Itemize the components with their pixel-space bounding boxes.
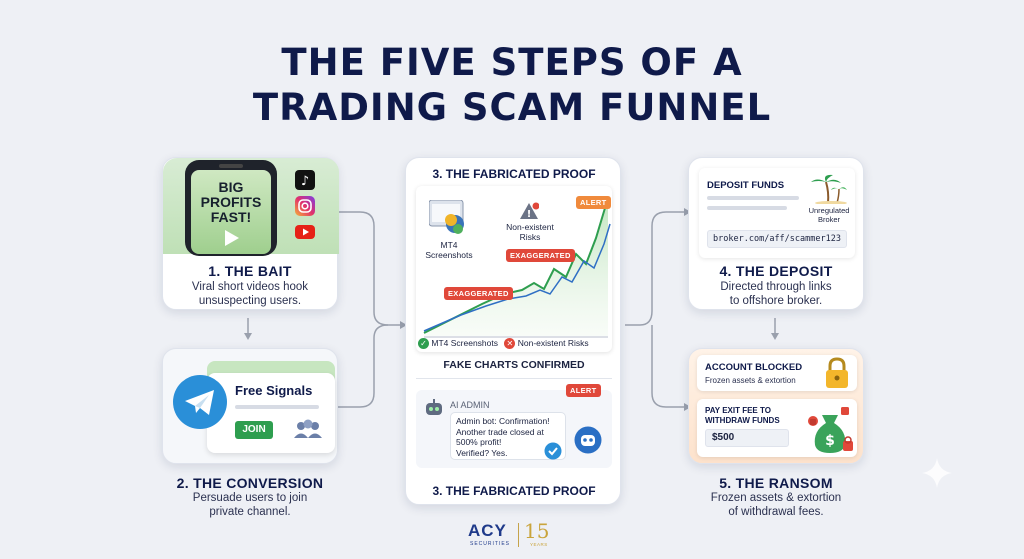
fake-chart (423, 197, 611, 338)
ai-admin-label: AI ADMIN (450, 400, 490, 410)
group-icon (294, 419, 322, 438)
logo-brand: ACY (468, 521, 507, 540)
robot-icon (426, 399, 442, 415)
money-bag-icon: $ (808, 407, 853, 453)
phone-headline: BIG PROFITS FAST! (200, 179, 262, 225)
phone-notch (219, 164, 243, 168)
play-icon[interactable] (221, 228, 241, 248)
check-icon: ✓ (418, 338, 429, 349)
fake-charts-confirmed: FAKE CHARTS CONFIRMED (443, 359, 585, 371)
svg-text:$: $ (825, 433, 835, 449)
instagram-icon (295, 196, 315, 216)
divider (416, 378, 612, 379)
blocked-title: ACCOUNT BLOCKED (705, 362, 803, 373)
youtube-icon (295, 225, 315, 239)
broker-url[interactable]: broker.com/aff/scammer123 (707, 230, 847, 248)
chart-legend: ✓ MT4 Screenshots ✕ Non-existent Risks (418, 338, 614, 349)
legend-risks: Non-existent Risks (517, 338, 589, 348)
lock-icon (826, 357, 848, 388)
logo-years-sub: YEARS (530, 542, 548, 547)
bait-card: BIG PROFITS FAST! ♪ (162, 157, 339, 310)
phone: BIG PROFITS FAST! (185, 160, 277, 256)
step4-title: 4. THE DEPOSIT (719, 263, 833, 279)
logo-years: 15 (524, 519, 550, 543)
page-title-line2: TRADING SCAM FUNNEL (252, 86, 772, 129)
warning-icon: ! (520, 202, 539, 220)
join-button[interactable]: JOIN (235, 421, 273, 439)
alert-badge-chat: ALERT (566, 384, 601, 397)
logo-sub: SECURITIES (470, 541, 511, 547)
conversion-card: Free Signals JOIN (162, 348, 338, 464)
account-blocked-panel: ACCOUNT BLOCKED Frozen assets & extortio… (697, 355, 857, 391)
amount-field[interactable]: $500 (705, 429, 789, 447)
sparkle-icon (922, 458, 952, 488)
ransom-card: ACCOUNT BLOCKED Frozen assets & extortio… (688, 348, 864, 464)
exaggerated-badge-top: EXAGGERATED (506, 249, 575, 262)
alert-badge-chart: ALERT (576, 196, 611, 209)
free-signals-title: Free Signals (235, 383, 313, 398)
step5-title: 5. THE RANSOM (719, 475, 833, 491)
mt4-icon (429, 200, 464, 234)
svg-text:!: ! (527, 209, 532, 220)
cross-icon: ✕ (504, 338, 516, 349)
step3-footer: 3. THE FABRICATED PROOF (432, 484, 596, 498)
blocked-sub: Frozen assets & extortion (705, 376, 796, 385)
acy-logo: ACY SECURITIES 15 YEARS (468, 519, 558, 551)
chat-panel: AI ADMIN ALERT Admin bot: Confirmation! … (416, 384, 612, 468)
step3-header: 3. THE FABRICATED PROOF (432, 167, 596, 181)
step1-title: 1. THE BAIT (208, 263, 292, 279)
palm-tree-icon (811, 174, 847, 204)
svg-text:♪: ♪ (301, 174, 309, 189)
deposit-title: DEPOSIT FUNDS (707, 180, 785, 191)
logo-divider (518, 523, 519, 547)
exaggerated-badge-bottom: EXAGGERATED (444, 287, 513, 300)
telegram-icon (173, 375, 227, 429)
free-signals-panel: Free Signals JOIN (207, 373, 335, 453)
legend-mt4: MT4 Screenshots (431, 338, 498, 348)
verified-check-icon (544, 442, 562, 460)
tiktok-icon: ♪ (295, 170, 315, 190)
step2-title: 2. THE CONVERSION (176, 475, 324, 491)
bot-avatar-icon (574, 426, 602, 454)
page-title-line1: THE FIVE STEPS OF A (281, 41, 743, 84)
